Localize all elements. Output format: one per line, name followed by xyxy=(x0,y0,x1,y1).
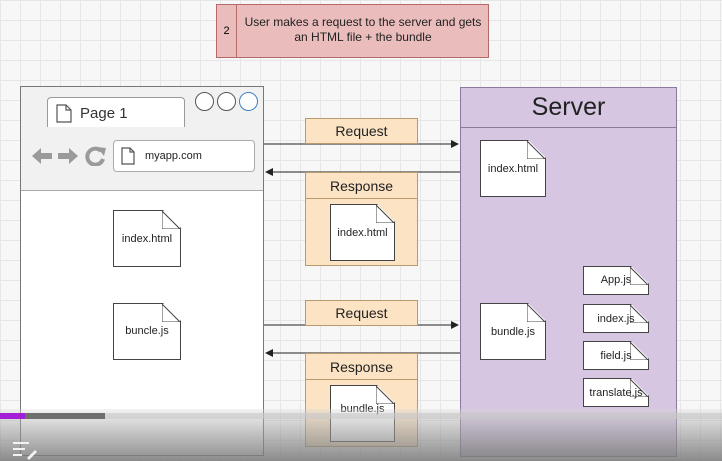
file-label: translate.js xyxy=(589,387,643,399)
tab-label: Page 1 xyxy=(80,105,128,122)
response-label: Response xyxy=(306,173,417,199)
file-label: App.js xyxy=(600,274,632,286)
document-bundle-js: buncle.js xyxy=(113,303,181,360)
page-icon xyxy=(56,104,72,123)
document-label: buncle.js xyxy=(125,325,169,337)
menu-icon[interactable] xyxy=(12,440,38,460)
browser-window: Page 1 myapp.com index.html buncle.js xyxy=(20,86,264,456)
refresh-icon[interactable] xyxy=(85,146,107,166)
document-bundle-js: bundle.js xyxy=(480,303,546,360)
video-progress-fill[interactable] xyxy=(0,413,26,419)
server-title: Server xyxy=(461,88,676,128)
document-index-html: index.html xyxy=(113,210,181,267)
window-control-circle[interactable] xyxy=(195,92,214,111)
document-index-html: index.html xyxy=(330,204,395,261)
response-box-1: Response index.html xyxy=(305,172,418,266)
video-progress-buffered xyxy=(0,413,105,419)
document-label: index.html xyxy=(121,233,173,245)
file-field-js: field.js xyxy=(583,341,649,370)
file-index-js: index.js xyxy=(583,304,649,333)
step-note: 2 User makes a request to the server and… xyxy=(216,4,489,58)
page-icon xyxy=(121,147,135,165)
request-label-2: Request xyxy=(305,300,418,326)
document-index-html: index.html xyxy=(480,140,546,197)
document-label: index.html xyxy=(487,163,539,175)
browser-tab[interactable]: Page 1 xyxy=(47,97,185,127)
file-app-js: App.js xyxy=(583,266,649,295)
browser-chrome: Page 1 myapp.com xyxy=(21,87,263,191)
url-text: myapp.com xyxy=(145,150,202,162)
step-text: User makes a request to the server and g… xyxy=(244,15,482,44)
server-box: Server index.html bundle.js App.js index… xyxy=(460,87,677,457)
window-control-circle[interactable] xyxy=(239,92,258,111)
address-bar[interactable]: myapp.com xyxy=(113,140,255,172)
file-translate-js: translate.js xyxy=(583,378,649,407)
file-label: index.js xyxy=(597,313,635,325)
forward-arrow-icon[interactable] xyxy=(57,147,79,165)
back-arrow-icon[interactable] xyxy=(31,147,53,165)
video-progress-track[interactable] xyxy=(0,413,722,419)
request-label-1: Request xyxy=(305,118,418,144)
file-label: field.js xyxy=(600,350,632,362)
step-number: 2 xyxy=(217,5,237,57)
window-control-circle[interactable] xyxy=(217,92,236,111)
document-label: index.html xyxy=(337,227,388,239)
response-label: Response xyxy=(306,354,417,380)
document-label: bundle.js xyxy=(490,326,536,338)
